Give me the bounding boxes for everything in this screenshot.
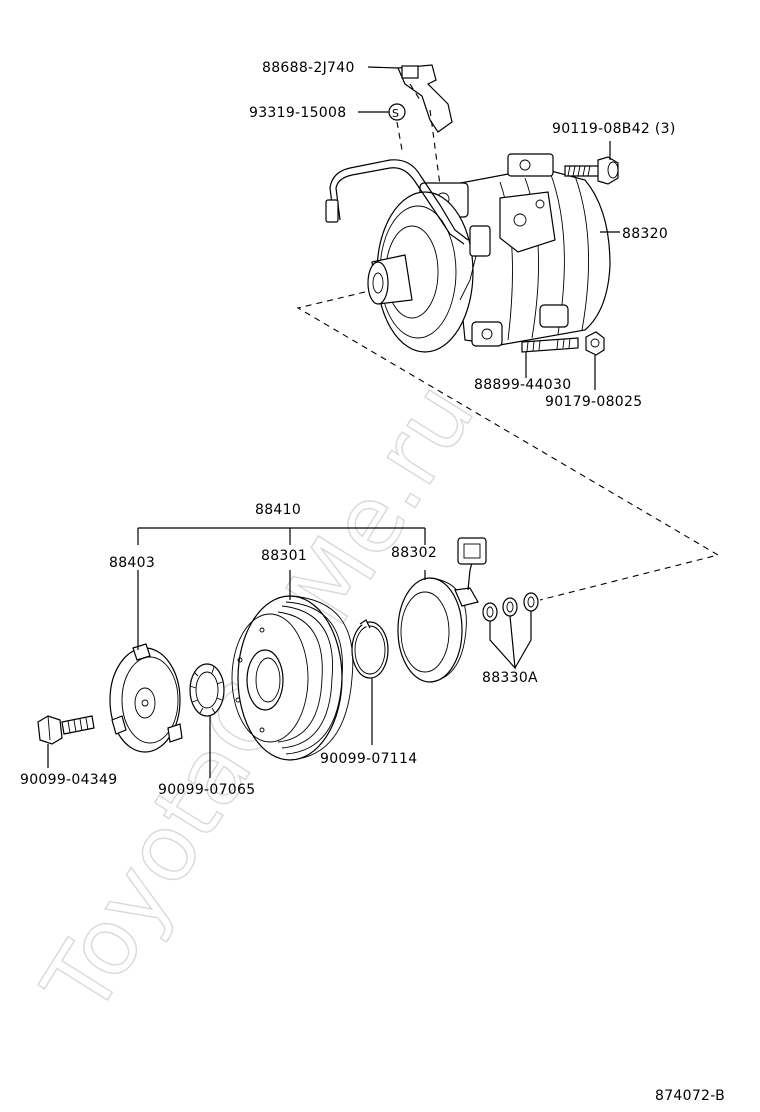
label-snap-ring-small: 90099-07065 [158, 782, 255, 798]
dash-clamp [409, 83, 441, 186]
leader-wire-clamp [367, 66, 399, 69]
dash-sleeve [396, 121, 403, 151]
label-wire-clamp: 88688-2J740 [262, 60, 355, 76]
label-clutch-assy: 88410 [255, 502, 301, 518]
diagram-code: 874072-B [655, 1088, 725, 1104]
pressure-plate-icon [109, 643, 183, 753]
label-sleeve: 93319-15008 [249, 105, 346, 121]
shims-icon [482, 592, 539, 622]
label-pressure-plate: 88403 [109, 555, 155, 571]
nut-icon [585, 331, 605, 356]
bolt-front-icon [37, 715, 95, 745]
label-bolt-front: 90099-04349 [20, 772, 117, 788]
snap-ring-small-icon [189, 663, 225, 717]
label-compressor: 88320 [622, 226, 668, 242]
stator-icon [397, 537, 487, 683]
wire-harness [325, 159, 469, 245]
bracket-clutch-assy [137, 527, 426, 545]
compressor-body [419, 153, 611, 347]
label-snap-ring-large: 90099-07114 [320, 751, 417, 767]
label-bolt-top: 90119-08B42 (3) [552, 121, 676, 137]
compressor-front-clutch [367, 191, 474, 353]
label-nut: 90179-08025 [545, 394, 642, 410]
clutch-parts [37, 527, 539, 778]
compressor-assembly: S [296, 64, 720, 601]
dash-assembly-link [296, 291, 720, 601]
pulley-icon [231, 595, 354, 761]
leader-shims [489, 611, 532, 670]
bolt-top-icon [564, 156, 619, 185]
label-pulley: 88301 [261, 548, 307, 564]
wire-clamp-bracket [397, 64, 453, 133]
label-stud: 88899-44030 [474, 377, 571, 393]
stud-icon [521, 337, 579, 353]
label-stator: 88302 [391, 545, 437, 561]
compressor-connector [459, 225, 491, 301]
snap-ring-large-icon [351, 619, 389, 679]
sleeve-icon: S [388, 103, 406, 121]
sleeve-mark: S [392, 107, 399, 120]
label-shim-set: 88330A [482, 670, 538, 686]
